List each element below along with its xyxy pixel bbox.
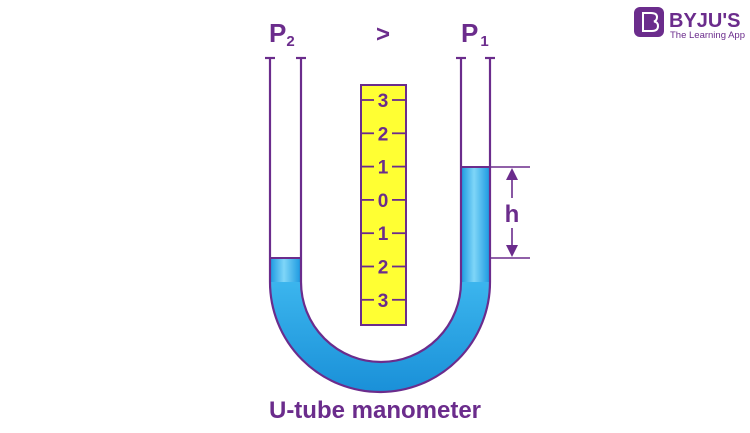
u-tube-inner-wall: [299, 58, 463, 364]
u-tube-outer-wall: [268, 58, 492, 394]
measuring-scale: 3 2 1 0 1 2 3: [360, 84, 407, 326]
diagram-caption: U-tube manometer: [269, 397, 481, 424]
left-pressure-label: P2: [269, 18, 295, 50]
scale-number: 2: [378, 258, 389, 279]
height-indicator: h: [490, 166, 530, 259]
scale-ticks: 3 2 1 0 1 2 3: [361, 91, 406, 312]
height-arrowhead-up: [506, 168, 518, 180]
comparison-symbol: >: [376, 21, 390, 48]
logo-b-glyph: [642, 12, 660, 32]
height-label: h: [505, 201, 520, 228]
scale-number: 1: [378, 224, 389, 245]
scale-number: 3: [378, 91, 389, 112]
liquid-right-arm: [461, 167, 490, 282]
brand-tagline: The Learning App: [670, 30, 745, 41]
brand-name: BYJU'S: [669, 10, 740, 32]
scale-number: 3: [378, 291, 389, 312]
byjus-logo-icon: [634, 7, 664, 37]
scale-number: 1: [378, 158, 389, 179]
scale-body: [360, 84, 407, 326]
liquid-left-arm: [270, 258, 301, 282]
liquid-column: [270, 166, 490, 392]
brand-logo: BYJU'S The Learning App: [634, 7, 745, 41]
scale-number: 2: [378, 124, 389, 145]
scale-number: 0: [378, 191, 389, 212]
height-arrowhead-down: [506, 245, 518, 257]
